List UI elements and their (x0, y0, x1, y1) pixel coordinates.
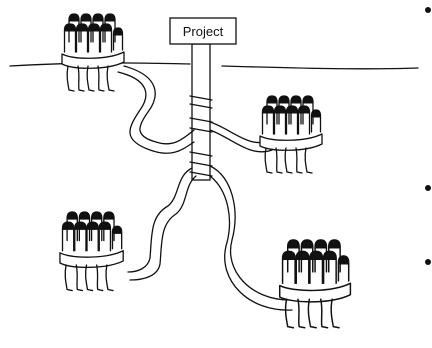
person-hair (309, 250, 323, 260)
person-leg (264, 147, 273, 174)
person-hair (105, 13, 115, 22)
person-leg (297, 298, 306, 329)
person-hair (74, 221, 86, 230)
project-sign: Project (169, 17, 237, 45)
person-leg (284, 147, 293, 174)
pole-wrap (189, 117, 213, 123)
person-hair (64, 23, 76, 32)
team-top-left (61, 13, 125, 92)
person-leg (84, 264, 94, 292)
person-hair (267, 95, 277, 104)
person-hair (262, 105, 274, 114)
person-hair (328, 239, 341, 249)
person-hair (279, 95, 289, 104)
person-leg (304, 147, 313, 174)
person-hair (67, 211, 78, 220)
bullet-dot (425, 259, 431, 265)
person-leg (86, 65, 95, 92)
pole-wrap (189, 103, 213, 109)
sign-pole (191, 43, 211, 181)
person-leg (64, 264, 73, 292)
person-hair (76, 23, 88, 32)
person-leg (77, 65, 85, 92)
person-leg (75, 264, 84, 292)
person-hair (301, 239, 313, 249)
rope-bottom-left (127, 167, 197, 281)
pole-wrap (189, 161, 213, 167)
pole-wrap (189, 95, 213, 101)
rope-band (61, 51, 125, 69)
person-hair (81, 13, 91, 22)
person-hair (99, 221, 111, 230)
team-right (259, 95, 323, 174)
person-leg (284, 298, 295, 329)
person-hair (91, 211, 102, 220)
person-leg (320, 298, 329, 329)
person-hair (303, 95, 313, 104)
person-hair (311, 109, 321, 118)
team-bottom-left (59, 211, 124, 292)
person-hair (86, 221, 99, 230)
person-hair (296, 250, 309, 260)
pole-wrap (189, 127, 213, 133)
sign-label: Project (183, 24, 224, 39)
person-hair (287, 239, 300, 249)
person-leg (295, 147, 303, 174)
person-hair (282, 250, 296, 260)
person-hair (274, 105, 286, 114)
rope-band (259, 133, 323, 151)
person-hair (113, 27, 123, 36)
person-leg (66, 65, 75, 92)
person-leg (106, 65, 115, 92)
bullet-dot (425, 7, 431, 13)
person-hair (298, 105, 310, 114)
person-hair (62, 221, 74, 230)
pole-wrap (189, 151, 213, 157)
person-hair (291, 95, 301, 104)
rope-band (278, 282, 352, 303)
bullet-dot (425, 185, 431, 191)
person-hair (338, 255, 349, 265)
person-hair (112, 225, 122, 234)
rope-bottom-right (209, 165, 293, 311)
person-leg (307, 298, 317, 329)
person-hair (69, 13, 79, 22)
person-hair (79, 211, 90, 220)
person-leg (275, 147, 283, 174)
pole-wrap (189, 171, 213, 177)
person-leg (105, 264, 114, 292)
person-hair (93, 13, 103, 22)
team-bottom-right (278, 239, 352, 329)
rope-band (59, 250, 124, 269)
person-hair (100, 23, 112, 32)
person-leg (96, 264, 104, 292)
person-hair (88, 23, 100, 32)
person-hair (286, 105, 298, 114)
rope-top-left (117, 65, 195, 154)
person-leg (97, 65, 105, 92)
person-hair (103, 211, 115, 220)
person-hair (315, 239, 327, 249)
person-hair (323, 250, 337, 260)
person-leg (330, 298, 340, 329)
